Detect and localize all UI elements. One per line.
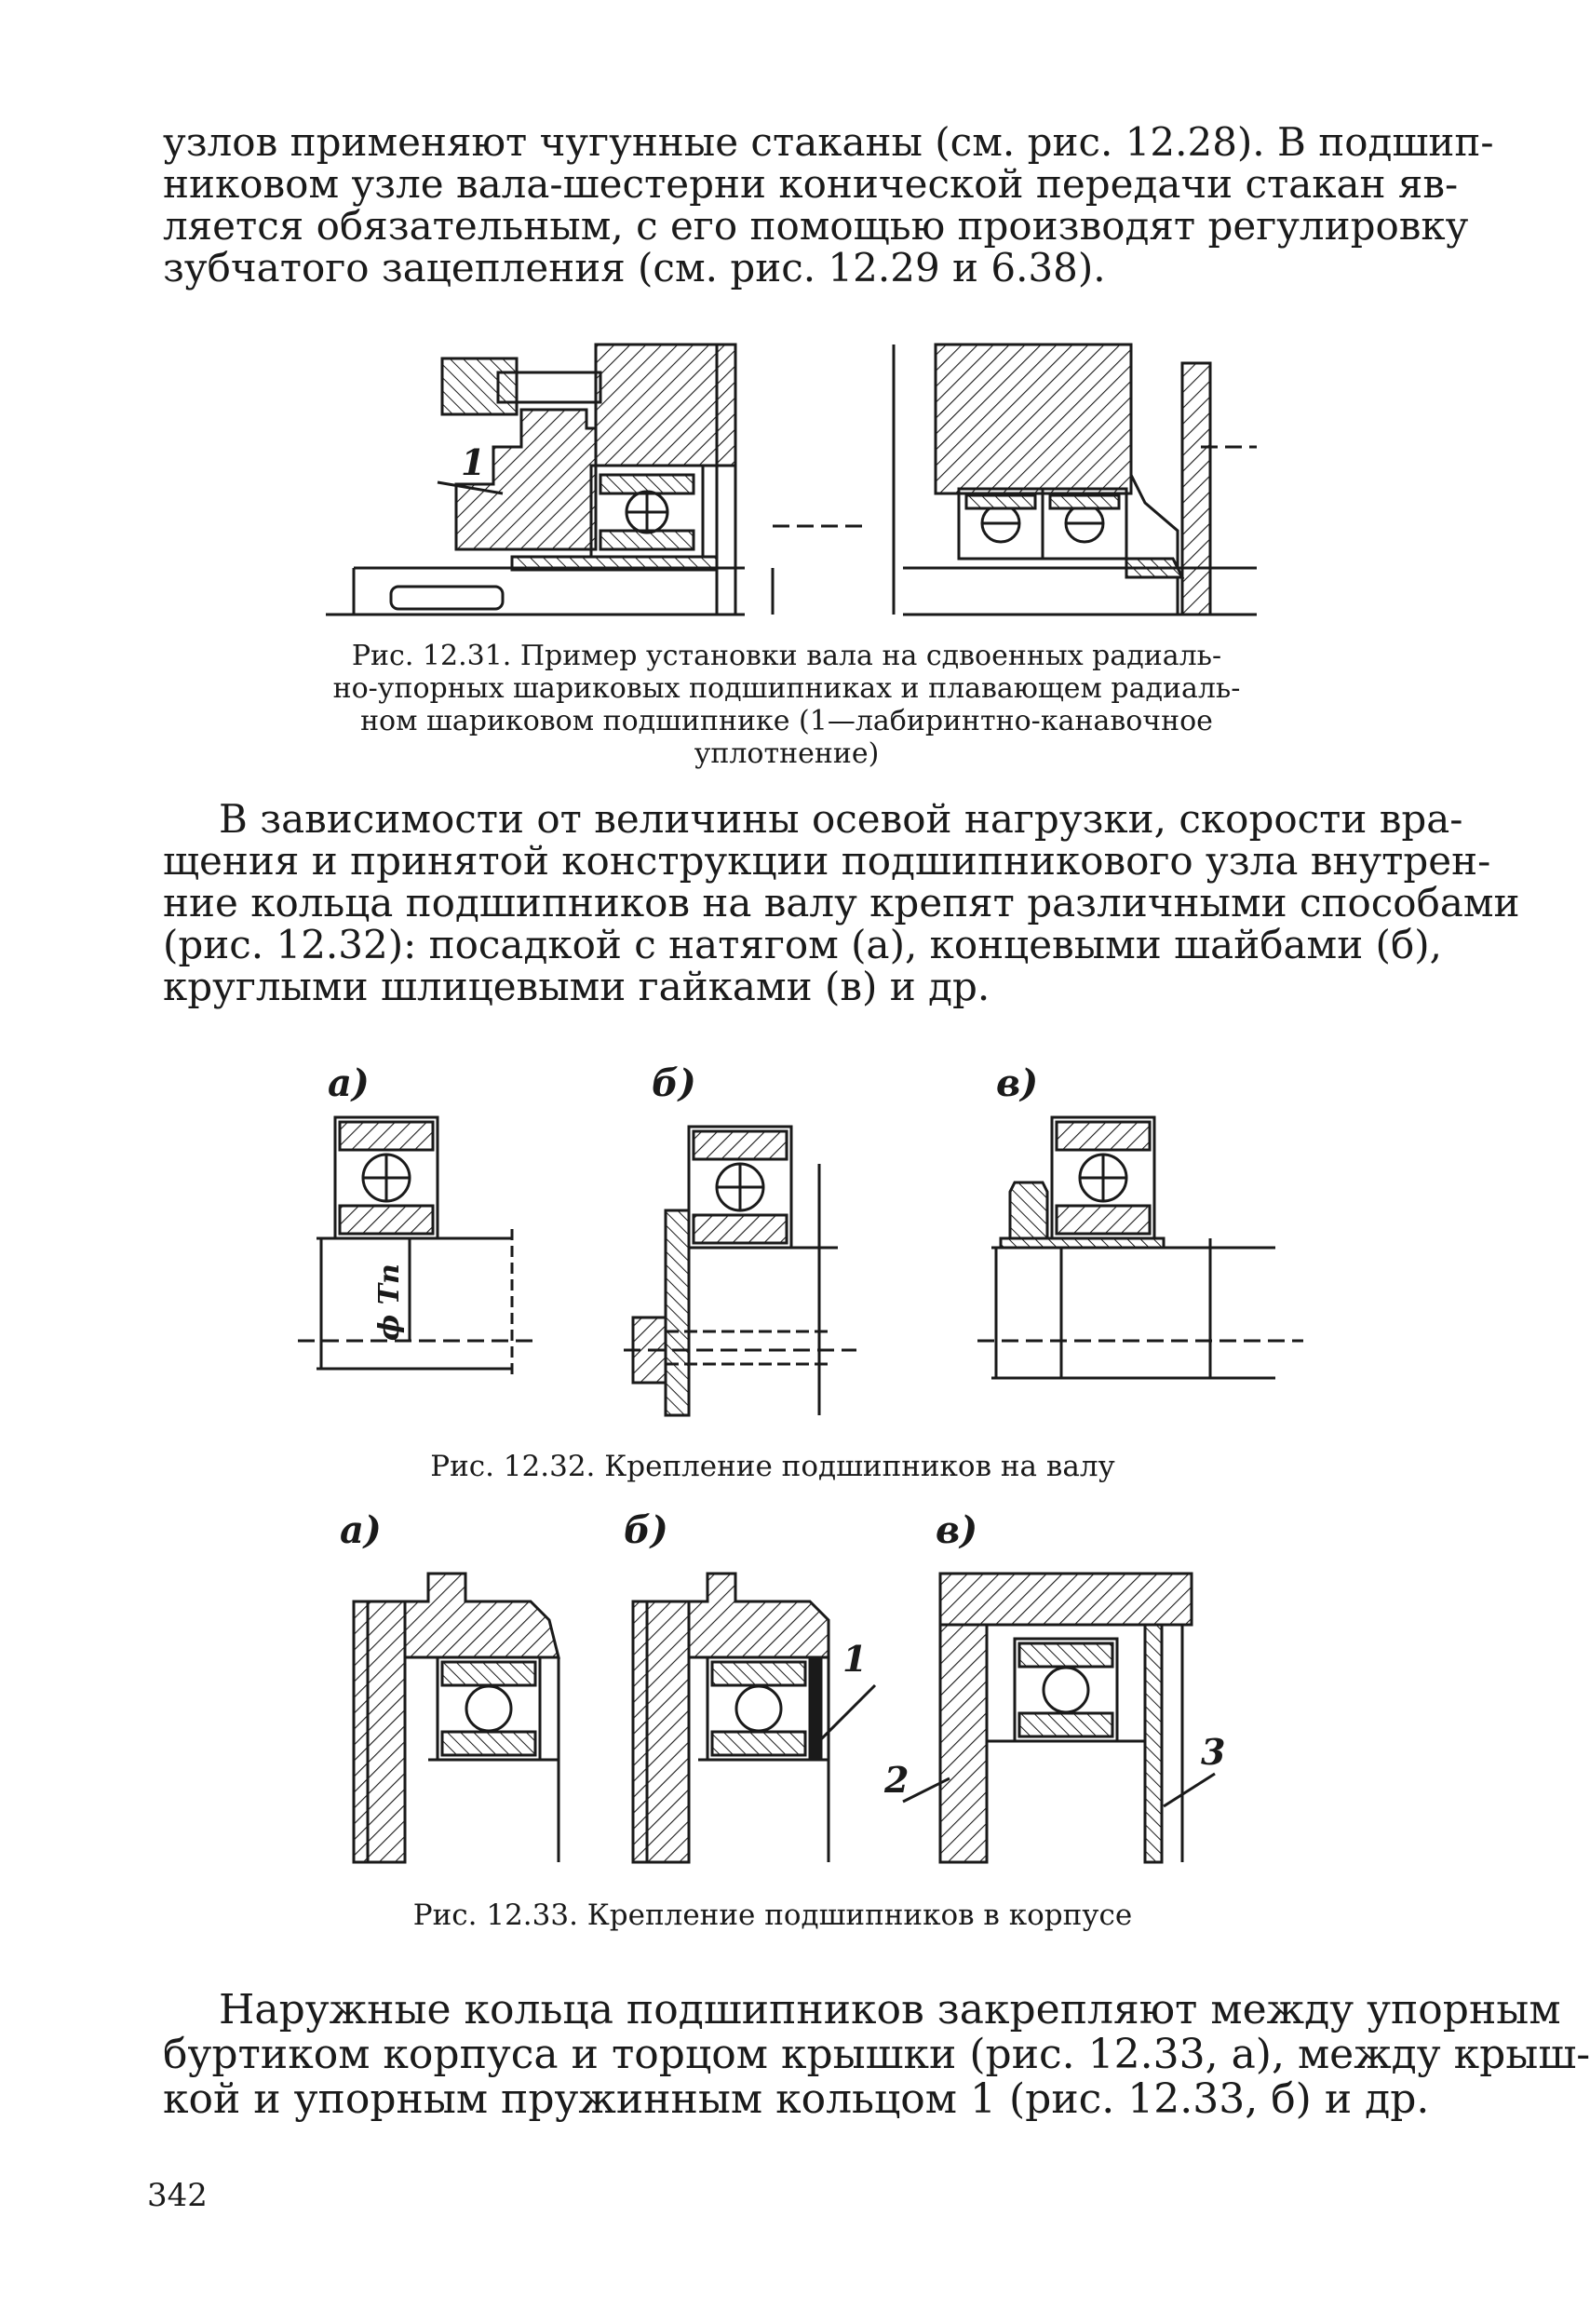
text-line: ние кольца подшипников на валу крепят ра…	[163, 880, 1520, 926]
text-line: никовом узле вала-шестерни конической пе…	[163, 161, 1459, 207]
caption-line: но-упорных шариковых подшипниках и плава…	[332, 672, 1241, 705]
caption-line: Рис. 12.31. Пример установки вала на сдв…	[351, 640, 1222, 672]
fig-12-32-label-b: б)	[652, 1061, 696, 1105]
final-paragraph: Наружные кольца подшипников закрепляют м…	[163, 1986, 1590, 2123]
text-line: кой и упорным пружинным кольцом 1 (рис. …	[163, 2075, 1430, 2123]
figure-12-32-drawing: ϕ Тп	[298, 1108, 1313, 1434]
fig-12-33-label-b: б)	[624, 1508, 668, 1552]
fig-12-33-label-c: в)	[936, 1508, 978, 1552]
text-line: круглыми шлицевыми гайками (в) и др.	[163, 964, 990, 1009]
figure-12-31-caption: Рис. 12.31. Пример установки вала на сдв…	[317, 640, 1257, 770]
figure-12-32-caption: Рис. 12.32. Крепление подшипников на вал…	[430, 1450, 1115, 1483]
middle-paragraph: В зависимости от величины осевой нагрузк…	[163, 796, 1520, 1009]
fig-12-33-label-a: а)	[340, 1508, 382, 1552]
text-line: буртиком корпуса и торцом крышки (рис. 1…	[163, 2031, 1590, 2078]
figure-12-33-caption: Рис. 12.33. Крепление подшипников в корп…	[412, 1898, 1133, 1932]
fig-12-31-callout: 1	[461, 441, 485, 483]
figure-12-33-drawing: 1 2 3	[344, 1564, 1238, 1871]
text-line: щения и принятой конструкции подшипников…	[163, 838, 1491, 884]
fig-12-32-label-c: в)	[996, 1061, 1039, 1105]
caption-line: ном шариковом подшипнике (1—лабиринтно-к…	[360, 705, 1213, 737]
text-line: ляется обязательным, с его помощью произ…	[163, 203, 1469, 249]
fig-12-33-callout-2: 2	[883, 1759, 909, 1801]
fig-12-32-dimension: ϕ Тп	[373, 1263, 406, 1341]
fig-12-32-label-a: а)	[328, 1061, 370, 1105]
text-line: Наружные кольца подшипников закрепляют м…	[219, 1986, 1561, 2034]
text-line: (рис. 12.32): посадкой с натягом (а), ко…	[163, 922, 1442, 967]
fig-12-33-callout-1: 1	[842, 1638, 867, 1680]
page-number: 342	[147, 2177, 208, 2214]
text-line: узлов применяют чугунные стаканы (см. ри…	[163, 119, 1494, 165]
fig-12-33-callout-3: 3	[1201, 1731, 1225, 1773]
text-line: В зависимости от величины осевой нагрузк…	[219, 796, 1463, 842]
caption-line: уплотнение)	[694, 737, 880, 770]
intro-paragraph: узлов применяют чугунные стаканы (см. ри…	[163, 119, 1494, 290]
figure-12-31-drawing: 1	[307, 335, 1275, 624]
text-line: зубчатого зацепления (см. рис. 12.29 и 6…	[163, 245, 1106, 290]
